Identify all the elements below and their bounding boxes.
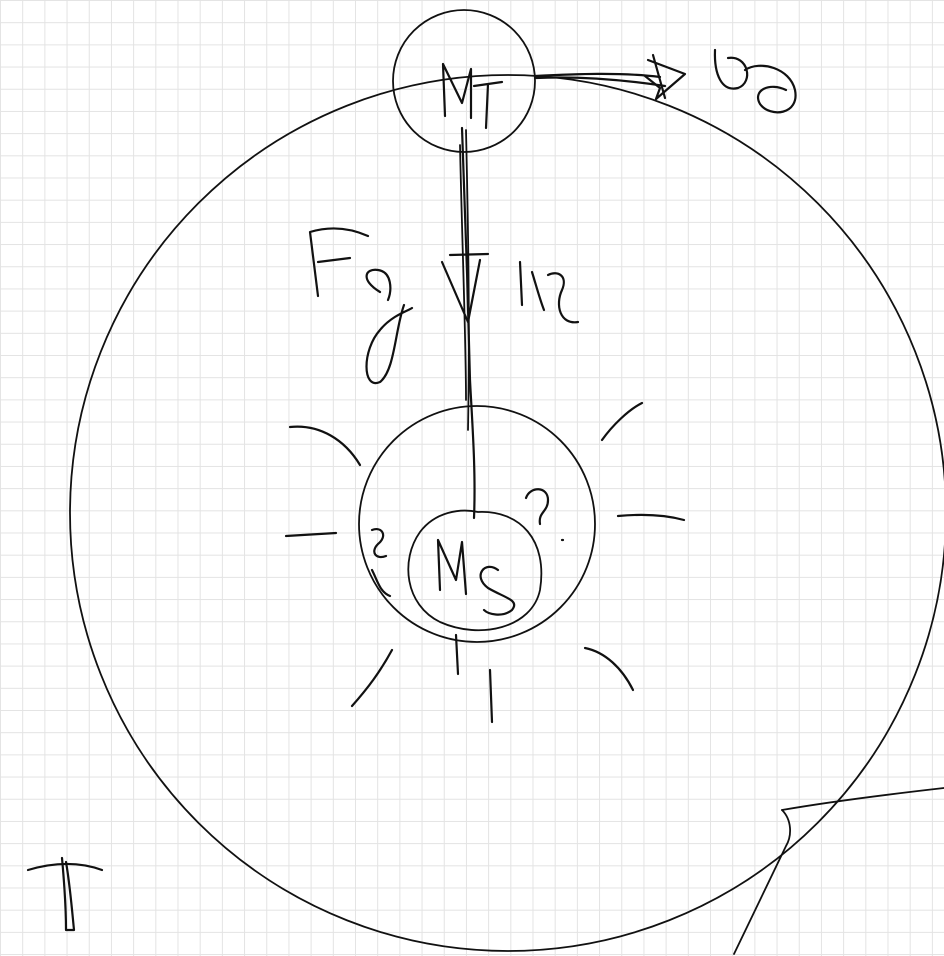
sun-rays-icon xyxy=(284,401,686,724)
velocity-label xyxy=(713,48,797,114)
planet-circle xyxy=(392,9,536,153)
force-arrow-icon xyxy=(440,252,490,324)
orbit-circle xyxy=(69,74,944,952)
question-mark xyxy=(370,488,565,598)
period-label xyxy=(26,856,104,932)
sun-core xyxy=(407,509,543,632)
sun-mass-label xyxy=(436,538,516,616)
planet-mass-label xyxy=(441,62,504,130)
sun-circle xyxy=(358,405,596,643)
force-label xyxy=(308,227,414,385)
radius-line xyxy=(459,126,476,520)
radius-label xyxy=(518,260,580,324)
velocity-arrow-icon xyxy=(533,53,687,101)
reference-line xyxy=(733,787,944,955)
